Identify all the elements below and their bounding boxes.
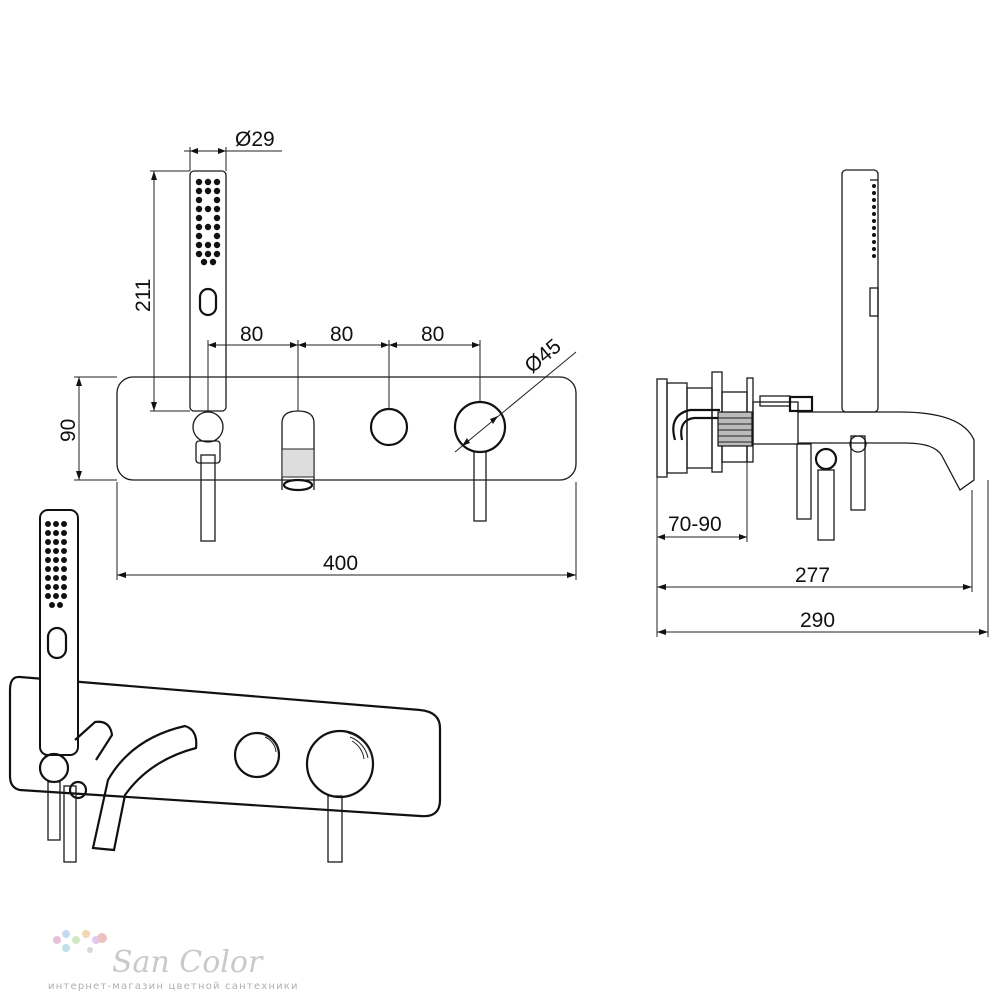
dim-total-depth: 290 [657, 480, 989, 637]
side-spout [752, 395, 975, 541]
dim-spout-reach: 277 [656, 490, 973, 637]
perspective-mixer-handle [305, 729, 375, 863]
dim-hand-shower-height: 211 [132, 170, 190, 412]
front-wall-plate [116, 376, 577, 481]
dim-label-shower-diameter: Ø29 [235, 128, 275, 151]
side-view: 70-90 277 290 [656, 169, 989, 637]
dim-label-spout-reach: 277 [795, 564, 830, 587]
dim-label-wall-depth: 70-90 [668, 513, 722, 536]
dim-label-shower-height: 211 [132, 279, 155, 312]
dim-label-total-depth: 290 [800, 609, 835, 632]
dim-label-plate-width: 400 [323, 552, 358, 575]
dim-spacing: 80 80 80 [207, 323, 481, 412]
perspective-diverter-knob [233, 731, 281, 779]
side-hand-shower [841, 169, 879, 413]
dim-label-plate-height: 90 [57, 419, 80, 442]
logo-dots-icon [53, 930, 107, 953]
perspective-view [8, 509, 442, 863]
logo-name: San Color [112, 945, 264, 980]
perspective-wall-plate [8, 675, 442, 818]
perspective-hand-shower [38, 509, 114, 863]
dim-plate-height: 90 [57, 376, 117, 481]
dim-plate-width: 400 [116, 482, 577, 580]
front-diverter-knob [369, 407, 409, 447]
dim-wall-depth: 70-90 [656, 462, 748, 542]
dim-label-spacing-2: 80 [330, 323, 353, 346]
dim-label-spacing-3: 80 [421, 323, 444, 346]
front-view: Ø29 211 80 80 80 [57, 128, 577, 580]
logo-tagline: интернет-магазин цветной сантехники [48, 981, 299, 992]
dim-hand-shower-diameter: Ø29 [184, 128, 282, 171]
dim-label-spacing-1: 80 [240, 323, 263, 346]
front-mixer-handle [453, 400, 507, 522]
side-wall-body [656, 371, 754, 478]
dim-handle-diameter: Ø45 [454, 335, 577, 453]
dim-label-handle-diameter: Ø45 [520, 335, 565, 378]
front-spout [281, 410, 315, 492]
perspective-spout [91, 724, 198, 852]
logo: San Color интернет-магазин цветной санте… [48, 930, 299, 992]
